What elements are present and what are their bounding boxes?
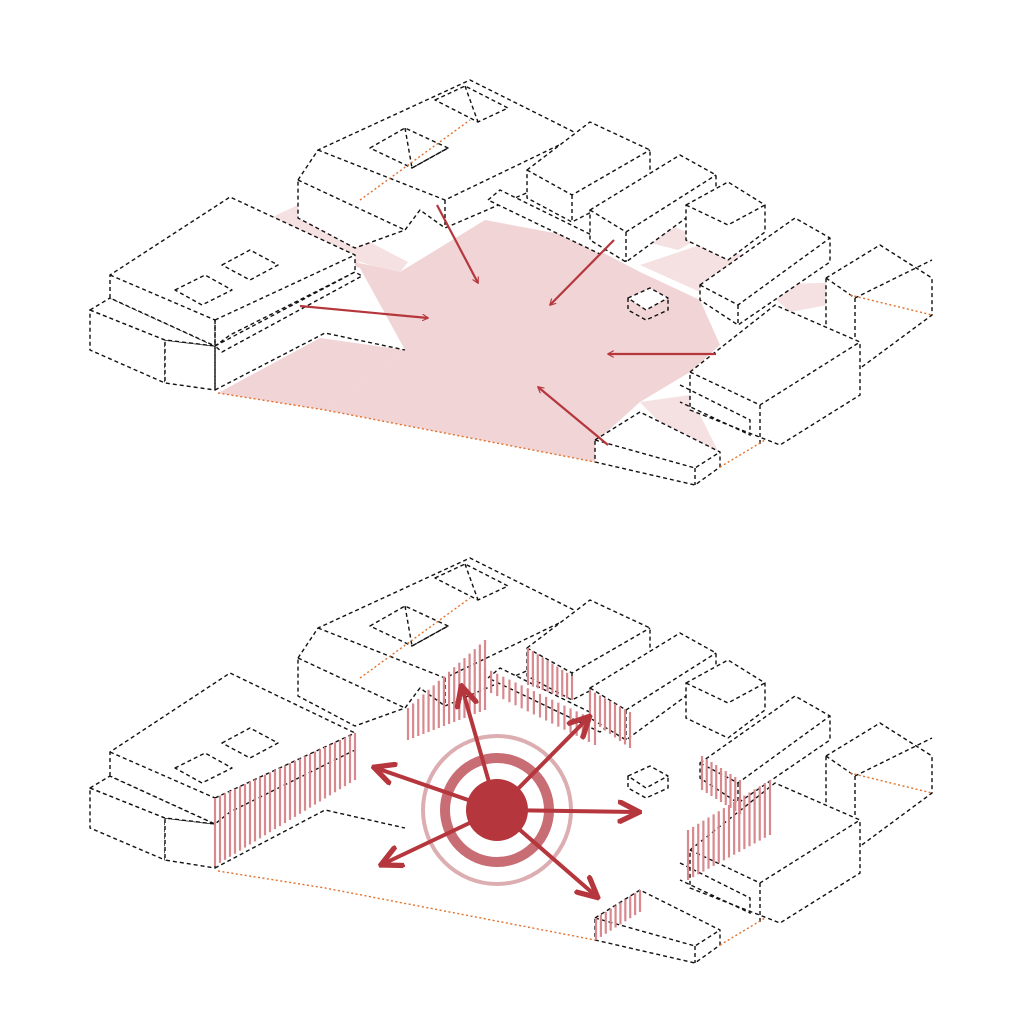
outward-arrows: [376, 688, 637, 896]
hatch-northeast-facade: [526, 648, 574, 700]
buildings-bottom: [89, 557, 933, 964]
arrow-icon: [538, 387, 609, 446]
panel-inward-flow: [89, 79, 933, 486]
panel-outward-radiation: [89, 557, 933, 964]
arrow-icon: [376, 768, 498, 812]
inward-arrows: [299, 204, 716, 446]
arrow-icon: [462, 688, 499, 811]
site-edge-top: [217, 119, 933, 468]
arrow-icon: [495, 808, 596, 896]
arrow-icon: [496, 810, 637, 812]
hatch-east-facade-b: [700, 756, 742, 814]
site-edge-bottom: [217, 597, 933, 946]
arrow-icon: [436, 204, 479, 283]
arrow-icon: [495, 718, 588, 812]
hatch-west-facade: [213, 733, 357, 866]
buildings-top: [89, 79, 933, 486]
active-facade-hatching: [213, 640, 772, 940]
hatch-east-facade-a: [588, 690, 632, 748]
hatch-east-facade-c: [686, 780, 772, 880]
arrow-icon: [383, 808, 498, 864]
arrow-icon: [550, 239, 615, 305]
hatch-south-facade: [594, 890, 642, 940]
arrow-icon: [299, 304, 428, 318]
